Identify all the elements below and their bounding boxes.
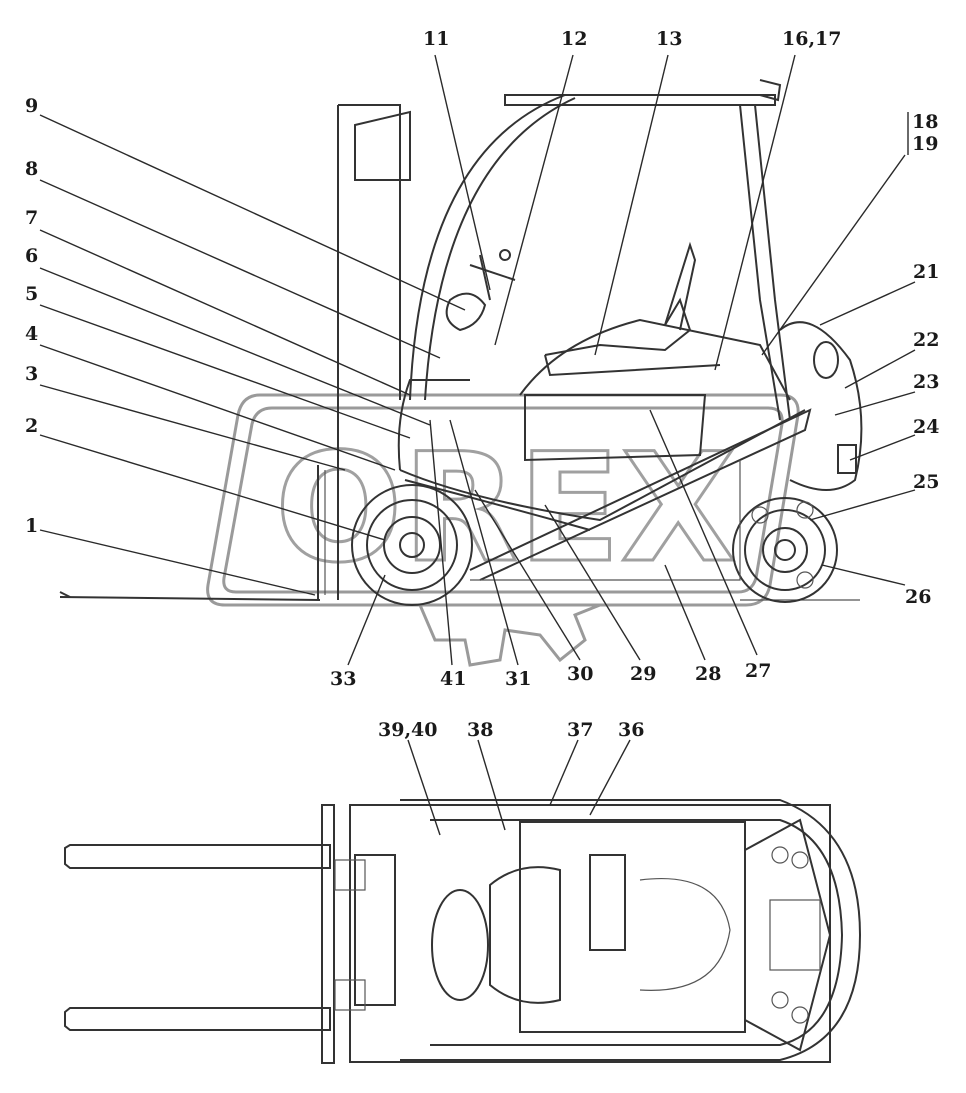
label-16-17: 16,17: [782, 28, 842, 50]
top-view-leader-lines: [407, 739, 631, 836]
label-25: 25: [913, 471, 939, 493]
label-7: 7: [25, 207, 38, 229]
label-36: 36: [618, 719, 644, 741]
label-38: 38: [467, 719, 493, 741]
label-37: 37: [567, 719, 593, 741]
label-3: 3: [25, 363, 38, 385]
label-2: 2: [25, 415, 38, 437]
label-9: 9: [25, 95, 38, 117]
label-24: 24: [913, 416, 939, 438]
label-28: 28: [695, 663, 721, 685]
label-19: 19: [912, 133, 938, 155]
top-view-drawing: [64, 799, 862, 1064]
label-33: 33: [330, 668, 356, 690]
label-11: 11: [423, 28, 449, 50]
label-13: 13: [656, 28, 682, 50]
label-21: 21: [913, 261, 939, 283]
label-31: 31: [505, 668, 531, 690]
label-12: 12: [561, 28, 587, 50]
top-view-labels: 39,40 38 37 36: [378, 719, 644, 741]
side-view-labels: 11 12 13 16,17 18 19 9 8 7 6 5 4 3 2 1 2…: [25, 28, 939, 690]
label-26: 26: [905, 586, 931, 608]
label-1: 1: [25, 515, 38, 537]
label-22: 22: [913, 329, 939, 351]
label-30: 30: [567, 663, 593, 685]
label-23: 23: [913, 371, 939, 393]
label-39-40: 39,40: [378, 719, 438, 741]
label-8: 8: [25, 158, 38, 180]
label-18: 18: [912, 111, 938, 133]
label-5: 5: [25, 283, 38, 305]
label-6: 6: [25, 245, 38, 267]
label-4: 4: [25, 323, 38, 345]
label-41: 41: [440, 668, 466, 690]
label-27: 27: [745, 660, 771, 682]
side-view-leader-lines: [39, 54, 916, 666]
label-29: 29: [630, 663, 656, 685]
